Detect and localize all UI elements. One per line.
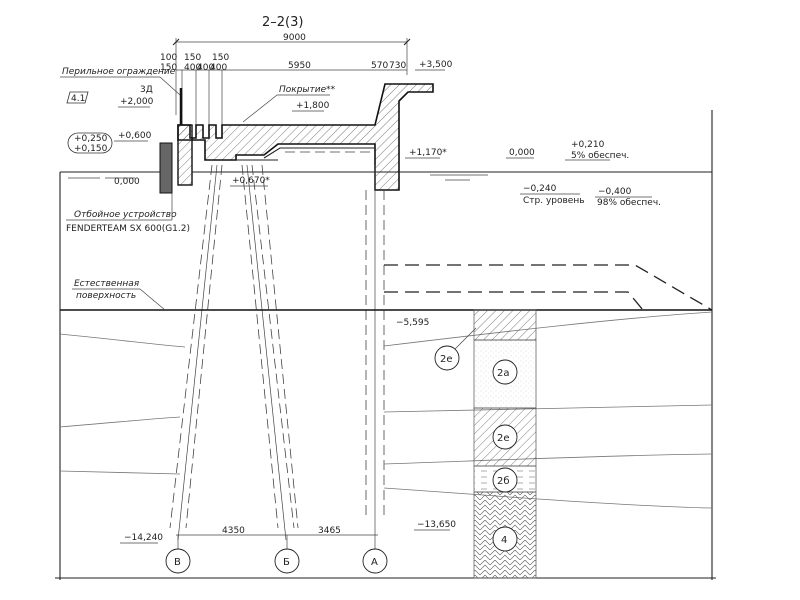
level-1170: +1,170*	[409, 148, 447, 158]
axis-marker-v: В	[165, 548, 191, 574]
svg-text:В: В	[174, 557, 181, 568]
level-m0240: −0,240	[523, 184, 557, 194]
level-2000: +2,000	[120, 97, 154, 107]
soil-label-4: 4	[492, 526, 518, 552]
svg-text:А: А	[371, 557, 378, 568]
axis-dimensions: 4350 3465	[176, 526, 378, 550]
soil-label-2e-top: 2е	[434, 327, 477, 371]
svg-text:2б: 2б	[497, 476, 510, 487]
soil-label-2a: 2а	[492, 359, 518, 385]
axis-marker-b: Б	[274, 548, 300, 574]
dim-5950: 5950	[288, 61, 311, 71]
svg-text:2а: 2а	[497, 368, 510, 379]
tag-4-1: 4.1	[71, 94, 85, 104]
svg-text:Б: Б	[283, 557, 290, 568]
label-ground-1: Естественная	[74, 279, 140, 289]
level-0670: +0,670*	[232, 176, 270, 186]
level-0600: +0,600	[118, 131, 152, 141]
label-fender-1: Отбойное устройство	[74, 210, 177, 220]
bank-outline	[384, 264, 713, 311]
level-1800: +1,800	[296, 101, 330, 111]
dim-150-a: 150	[184, 53, 201, 63]
level-marks: +3,500 +2,000 +1,800 +0,600 +0,250 +0,15…	[67, 60, 661, 544]
water-level	[60, 171, 712, 181]
label-fender-2: FENDERTEAM SX 600(G1.2)	[66, 224, 190, 234]
level-m0400: −0,400	[598, 187, 632, 197]
dim-570: 570	[371, 61, 388, 71]
dim-730: 730	[389, 61, 406, 71]
deck-structure	[177, 83, 434, 191]
piles	[169, 164, 385, 550]
dim-100: 100	[160, 53, 177, 63]
level-0210: +0,210	[571, 140, 605, 150]
dim-9000: 9000	[283, 33, 306, 43]
svg-text:2е: 2е	[440, 354, 453, 365]
level-0210-note: 5% обеспеч.	[571, 151, 629, 161]
label-coating: Покрытие**	[279, 85, 336, 95]
level-m0400-note: 98% обеспеч.	[597, 198, 661, 208]
level-0000-right: 0,000	[509, 148, 535, 158]
svg-text:4: 4	[501, 535, 507, 546]
dim-400-b: 400	[197, 63, 214, 73]
dim-150-b: 150	[212, 53, 229, 63]
soil-label-2b: 2б	[492, 467, 518, 493]
label-ground-2: поверхность	[76, 291, 136, 301]
dim-150-left: 150	[160, 63, 177, 73]
level-m5595: −5,595	[396, 318, 429, 328]
soil-label-2e: 2е	[492, 424, 518, 450]
soil-boundaries	[59, 311, 713, 509]
section-title: 2–2(3)	[262, 15, 303, 30]
label-3d: 3Д	[140, 85, 153, 95]
dim-400-a: 400	[184, 63, 201, 73]
axis-marker-a: А	[362, 548, 388, 574]
annotations: Перильное ограждение 3Д 4.1 Покрытие** О…	[60, 67, 336, 311]
svg-text:2е: 2е	[497, 433, 510, 444]
level-0250: +0,250	[74, 134, 108, 144]
dim-400-c: 400	[210, 63, 227, 73]
level-m0240-note: Стр. уровень	[523, 196, 585, 206]
level-3500: +3,500	[419, 60, 453, 70]
fender-device	[159, 142, 173, 194]
level-0000-left: 0,000	[114, 177, 140, 187]
borehole-column	[473, 309, 537, 579]
level-m13650: −13,650	[417, 520, 456, 530]
label-railing: Перильное ограждение	[62, 67, 176, 77]
dim-4350: 4350	[222, 526, 245, 536]
level-0150: +0,150	[74, 144, 108, 154]
top-dimensions: 9000 5950 570 730 100 150 150 150 400 40…	[160, 33, 411, 125]
dim-3465: 3465	[318, 526, 341, 536]
level-m14240: −14,240	[124, 533, 163, 543]
